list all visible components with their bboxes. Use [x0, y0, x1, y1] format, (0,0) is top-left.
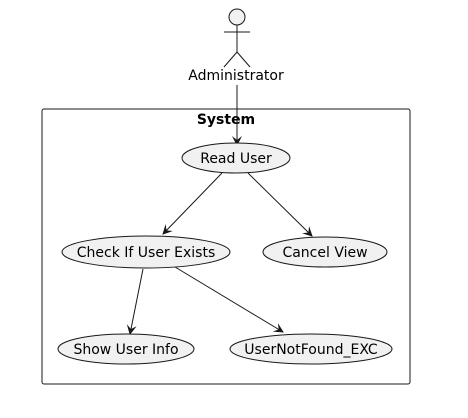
usecase-user-not-found[interactable]: UserNotFound_EXC: [229, 333, 393, 365]
usecase-read-user[interactable]: Read User: [181, 142, 291, 174]
usecase-show-user-info-label: Show User Info: [73, 342, 178, 358]
usecase-cancel-view[interactable]: Cancel View: [262, 236, 388, 268]
usecase-read-user-label: Read User: [200, 151, 272, 167]
arrow-check-user-exists-to-show-user-info: [126, 268, 144, 335]
arrow-check-user-exists-to-user-not-found: [174, 266, 284, 333]
relationships: [126, 85, 313, 335]
system-title: System: [197, 112, 255, 128]
usecase-cancel-view-label: Cancel View: [282, 245, 367, 261]
arrow-read-user-to-check-user-exists: [162, 172, 223, 235]
actor-label: Administrator: [188, 68, 284, 84]
actor-administrator[interactable]: Administrator: [188, 8, 284, 84]
arrow-read-user-to-cancel-view: [247, 172, 313, 237]
usecase-check-user-exists[interactable]: Check If User Exists: [61, 235, 231, 269]
usecase-show-user-info[interactable]: Show User Info: [57, 333, 195, 365]
system-boundary: System: [41, 108, 411, 385]
actor-stick-figure-icon: [223, 8, 251, 68]
usecase-user-not-found-label: UserNotFound_EXC: [244, 342, 378, 358]
usecase-check-user-exists-label: Check If User Exists: [77, 245, 215, 261]
